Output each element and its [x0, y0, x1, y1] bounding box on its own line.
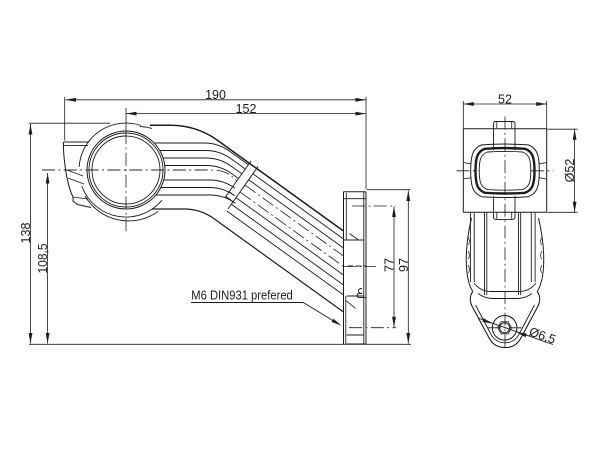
- svg-text:138: 138: [19, 223, 33, 244]
- svg-text:Ø52: Ø52: [563, 159, 577, 183]
- svg-text:152: 152: [236, 102, 257, 116]
- svg-text:M6 DIN931 prefered: M6 DIN931 prefered: [191, 289, 293, 303]
- svg-text:97: 97: [397, 258, 411, 272]
- svg-text:52: 52: [498, 92, 512, 106]
- svg-text:190: 190: [205, 88, 226, 102]
- svg-text:108,5: 108,5: [36, 243, 50, 273]
- svg-text:77: 77: [382, 258, 396, 272]
